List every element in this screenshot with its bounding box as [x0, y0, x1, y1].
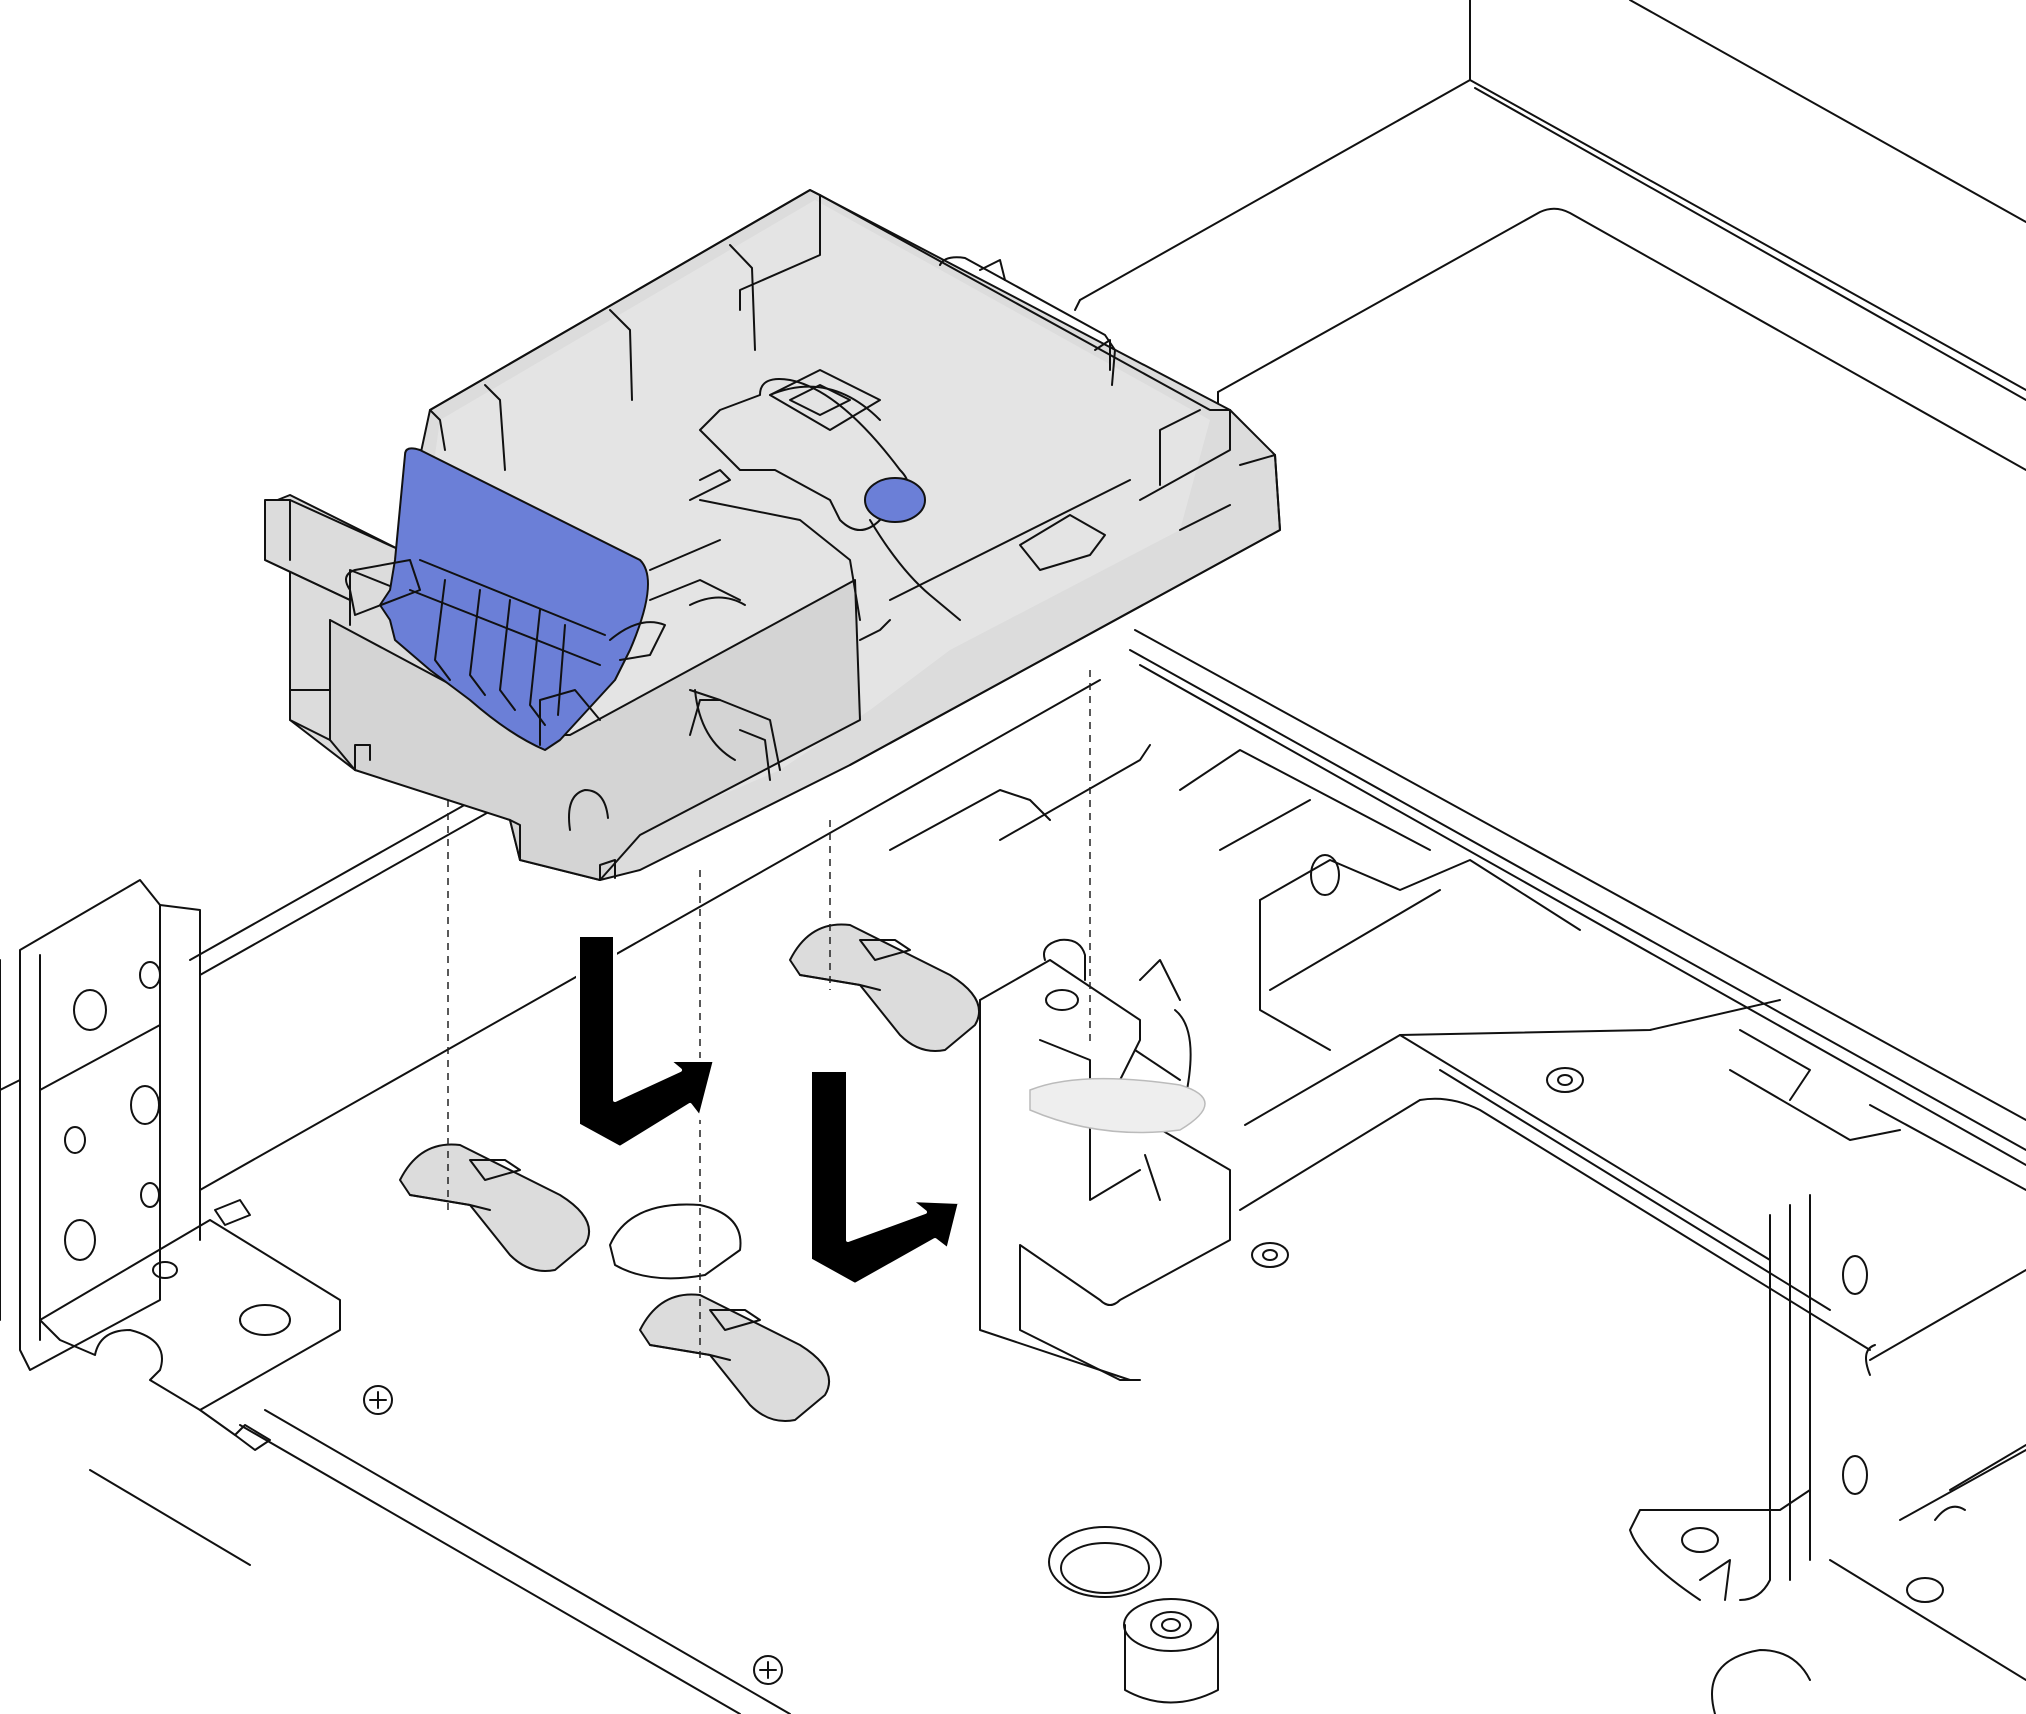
alignment-guides	[447, 670, 1091, 1360]
blue-retention-latch	[345, 447, 666, 751]
install-arrow-2	[808, 1068, 962, 1287]
chassis-mounting-clips	[399, 923, 980, 1422]
chassis-top-panels	[1074, 0, 2026, 1166]
standoff	[1123, 1598, 1219, 1704]
install-arrow-1	[576, 933, 717, 1150]
screw-front-center	[753, 1655, 783, 1685]
left-bracket	[0, 879, 341, 1436]
blue-locating-pin	[864, 477, 926, 523]
rear-drive-cage-bracket	[889, 744, 2026, 1681]
chassis-floor	[89, 479, 1811, 1714]
screw-front-left	[363, 1385, 393, 1415]
